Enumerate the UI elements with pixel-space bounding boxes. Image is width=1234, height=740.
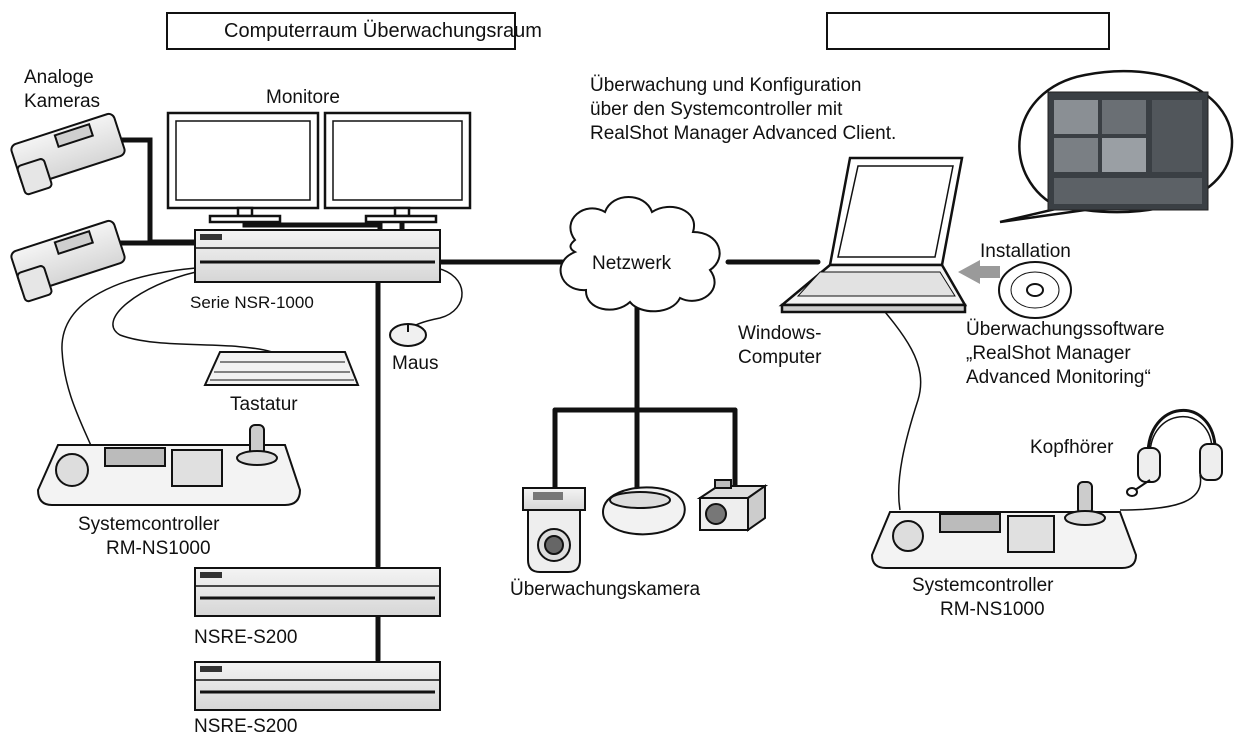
network-cloud-icon [559,196,721,313]
controller-left-cable [61,267,197,449]
installation-label: Installation [980,241,1071,262]
windows-computer-label-2: Computer [738,347,822,368]
monitoring-note-line-1: Überwachung und Konfiguration [590,75,862,96]
headphones-label: Kopfhörer [1030,437,1114,458]
headphones-icon [1126,408,1223,497]
software-label-3: Advanced Monitoring“ [966,367,1151,388]
room-label: Computerraum Überwachungsraum [224,20,542,42]
monitor-icon [323,111,472,224]
install-arrow-icon [958,260,1000,284]
network-label: Netzwerk [592,253,672,274]
monitors-label: Monitore [266,87,340,108]
analog-camera-icon [10,219,126,303]
monitoring-note-line-3: RealShot Manager Advanced Client. [590,123,897,144]
monitoring-note-line-2: über den Systemcontroller mit [590,99,843,120]
controller-right-cable [859,281,922,511]
analog-camera-icon [10,112,126,196]
software-label-2: „RealShot Manager [966,343,1131,364]
analog-cameras-label-2: Kameras [24,91,101,112]
keyboard-cable [112,271,273,353]
monitor-icon [166,111,320,224]
nsre-label-2: NSRE-S200 [194,716,298,737]
keyboard-icon [203,351,360,386]
recorder-icon [194,567,441,617]
ptz-camera-icon [522,487,586,573]
mouse-label: Maus [392,353,439,374]
controller-icon [36,424,302,506]
windows-computer-label-1: Windows- [738,323,822,344]
room-label-box: Computerraum Überwachungsraum [166,12,542,50]
mouse-icon [389,323,427,347]
analog-cameras-label-1: Analoge [24,67,94,88]
controller-left-label-1: Systemcontroller [78,514,220,535]
controller-right-label-2: RM-NS1000 [940,599,1045,620]
nsr-series-label: Serie NSR-1000 [190,293,314,312]
laptop-icon [778,156,968,314]
recorder-icon [194,661,441,711]
headphones-cable [1119,474,1202,511]
dome-camera-icon [601,486,686,536]
software-label-1: Überwachungssoftware [966,319,1165,340]
box-camera-icon [696,479,769,532]
recorder-icon [194,229,441,283]
controller-right-label-1: Systemcontroller [912,575,1054,596]
surveillance-camera-label: Überwachungskamera [510,579,701,600]
speech-bubble-icon [999,69,1234,224]
controller-icon [870,481,1138,569]
cd-icon [998,261,1072,319]
keyboard-label: Tastatur [230,394,298,415]
controller-left-label-2: RM-NS1000 [106,538,211,559]
nsre-label-1: NSRE-S200 [194,627,298,648]
right-label-box [826,12,1110,50]
